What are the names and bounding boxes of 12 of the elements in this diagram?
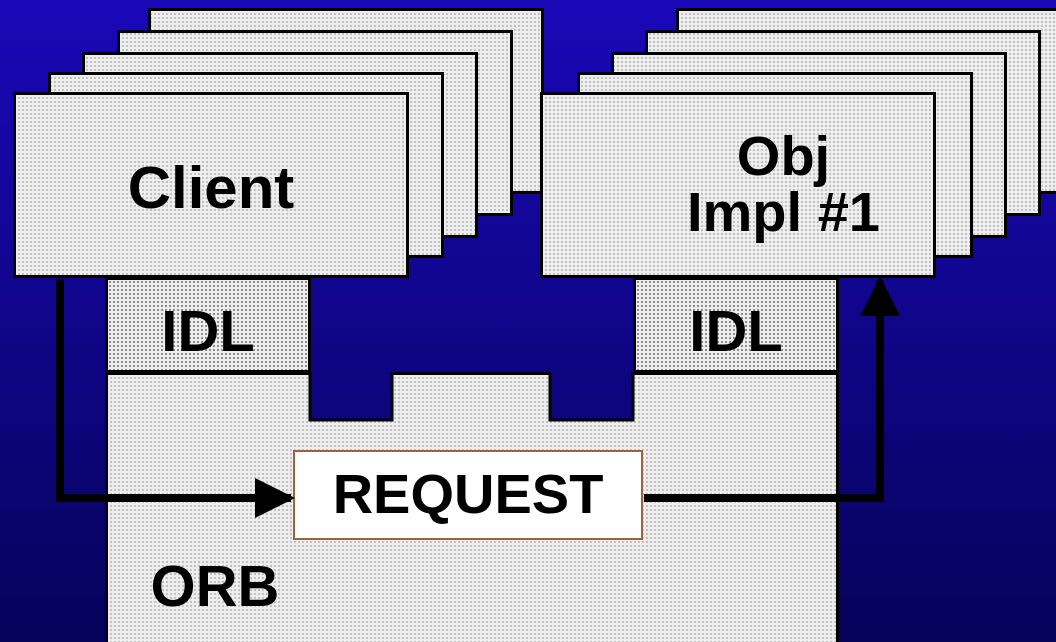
interface-box	[105, 277, 311, 373]
node-label: IDL	[688, 302, 784, 360]
stacked-cards	[540, 8, 1056, 279]
orb-panel	[105, 372, 839, 642]
node-label: IDL	[160, 302, 256, 360]
node-label: REQUEST	[331, 466, 605, 522]
stacked-cards	[13, 8, 544, 279]
arrow	[644, 276, 900, 502]
node-label: ORB	[149, 557, 281, 615]
request-box	[293, 450, 643, 540]
node-label: Client	[126, 158, 296, 218]
interface-box	[633, 277, 839, 373]
